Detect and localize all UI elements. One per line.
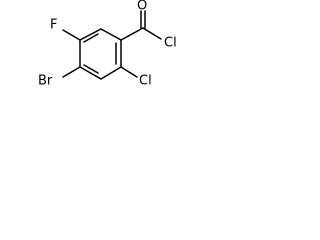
bond-ring-fluorine xyxy=(62,29,81,41)
ring-chlorine-substituent: Cl xyxy=(120,66,152,89)
bond-ring-inner-3 xyxy=(83,33,99,43)
bond-ring-c6-c1 xyxy=(79,28,102,41)
fluorine-substituent: F xyxy=(50,18,81,41)
bromine-label: Br xyxy=(38,74,53,89)
fluorine-label: F xyxy=(50,18,57,33)
bond-ring-bromine xyxy=(62,66,81,78)
acyl-chloride-group: O Cl xyxy=(120,0,177,51)
bond-ring-c4-c5 xyxy=(79,66,102,80)
acyl-chlorine-label: Cl xyxy=(164,36,177,51)
bromine-substituent: Br xyxy=(38,66,81,89)
bond-carbonyl-chlorine xyxy=(142,27,162,40)
bond-ring-c3-c4 xyxy=(100,66,122,80)
bond-ring-c1-c2 xyxy=(100,28,122,41)
ring-chlorine-label: Cl xyxy=(139,74,152,89)
bond-ring-inner-2 xyxy=(83,64,99,74)
oxygen-label: O xyxy=(137,0,147,14)
chemical-structure: O Cl F Br Cl xyxy=(38,0,177,89)
benzene-ring xyxy=(79,28,122,80)
bond-ring-chlorine xyxy=(120,66,138,78)
bond-ring-carbonyl xyxy=(120,27,144,41)
